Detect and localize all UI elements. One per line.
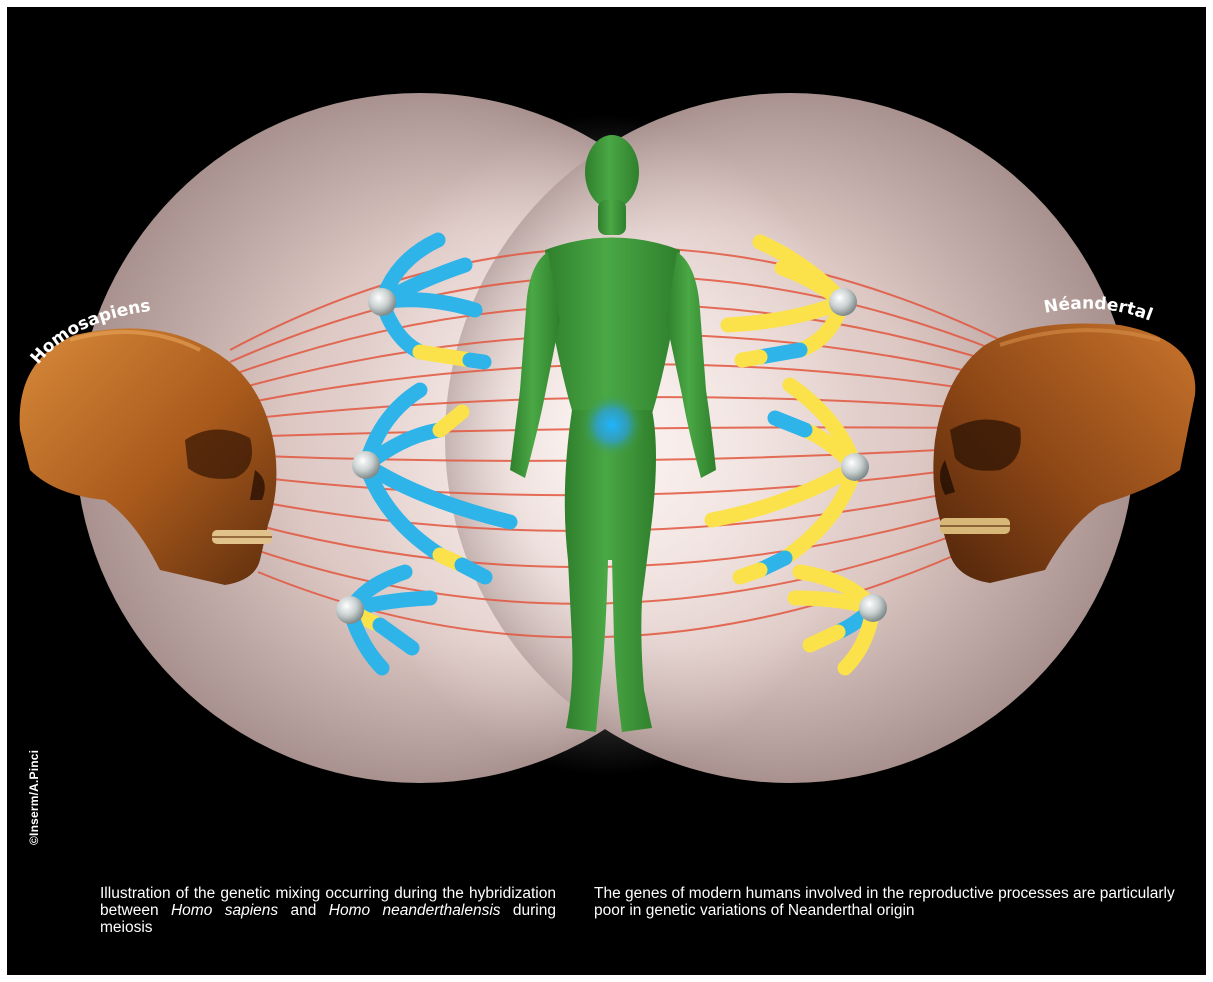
caption-reproductive-genes: The genes of modern humans involved in t… (594, 885, 1186, 919)
caption-left-homo-neanderthalensis: Homo neanderthalensis (329, 902, 501, 919)
caption-left-text-2: and (278, 902, 329, 919)
copyright-credit: ©Inserm/A.Pinci (27, 750, 41, 845)
caption-left-homo-sapiens: Homo sapiens (171, 902, 278, 919)
caption-meiosis: Illustration of the genetic mixing occur… (100, 885, 556, 936)
